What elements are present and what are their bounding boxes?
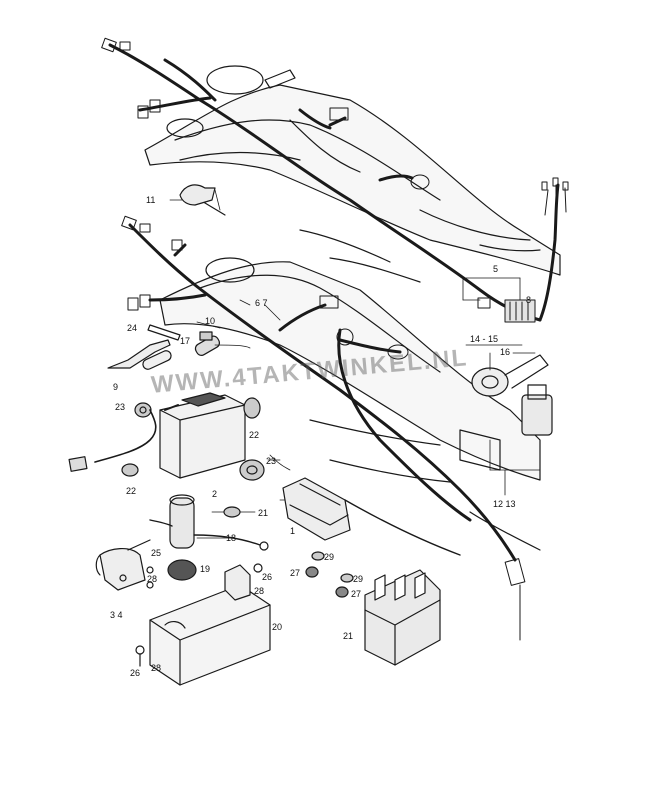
label-part-24: 24 [127, 323, 138, 333]
fasteners [306, 552, 353, 597]
part-11 [180, 185, 215, 205]
regulator [96, 540, 150, 590]
ignition-coil [270, 455, 460, 555]
label-part-2: 2 [212, 489, 218, 499]
battery-pads [69, 398, 264, 480]
label-part-21b: 21 [343, 631, 354, 641]
upper-harness-connectors [102, 38, 568, 322]
label-part-1: 1 [290, 526, 296, 536]
label-part-21a: 21 [258, 508, 269, 518]
label-part-6-7: 6 7 [255, 298, 268, 308]
label-part-5: 5 [493, 264, 499, 274]
battery-box [150, 585, 270, 685]
label-part-18: 18 [226, 533, 237, 543]
label-part-14-15: 14 - 15 [470, 334, 499, 344]
label-part-23a: 23 [115, 402, 126, 412]
label-part-10: 10 [205, 316, 216, 326]
label-part-27a: 27 [290, 568, 301, 578]
label-part-17: 17 [180, 336, 191, 346]
label-part-22b: 22 [126, 486, 137, 496]
condenser [150, 495, 268, 580]
part-21-washer [224, 507, 240, 517]
rubber-cover [365, 570, 440, 665]
label-part-28a: 28 [147, 574, 158, 584]
label-part-29a: 29 [324, 552, 335, 562]
battery [160, 393, 245, 478]
label-part-3-4: 3 4 [110, 610, 123, 620]
label-part-12-13: 12 13 [493, 499, 516, 509]
label-part-22a: 22 [249, 430, 260, 440]
lower-harness-connectors [122, 216, 525, 640]
label-part-20: 20 [272, 622, 283, 632]
label-part-8: 8 [526, 295, 532, 305]
bracket [136, 564, 262, 666]
label-part-23b: 23 [266, 456, 277, 466]
label-part-29b: 29 [353, 574, 364, 584]
label-part-9: 9 [113, 382, 119, 392]
label-part-25: 25 [151, 548, 162, 558]
label-part-26b: 26 [130, 668, 141, 678]
lower-wiring-harness [130, 225, 515, 560]
fuse-parts [108, 325, 250, 371]
label-part-27b: 27 [351, 589, 362, 599]
label-part-19: 19 [200, 564, 211, 574]
label-part-11: 11 [146, 195, 156, 205]
label-part-28b: 28 [254, 586, 265, 596]
ignition-switch [472, 355, 552, 435]
label-part-26a: 26 [262, 572, 273, 582]
label-part-28c: 28 [151, 663, 162, 673]
label-part-16: 16 [500, 347, 511, 357]
